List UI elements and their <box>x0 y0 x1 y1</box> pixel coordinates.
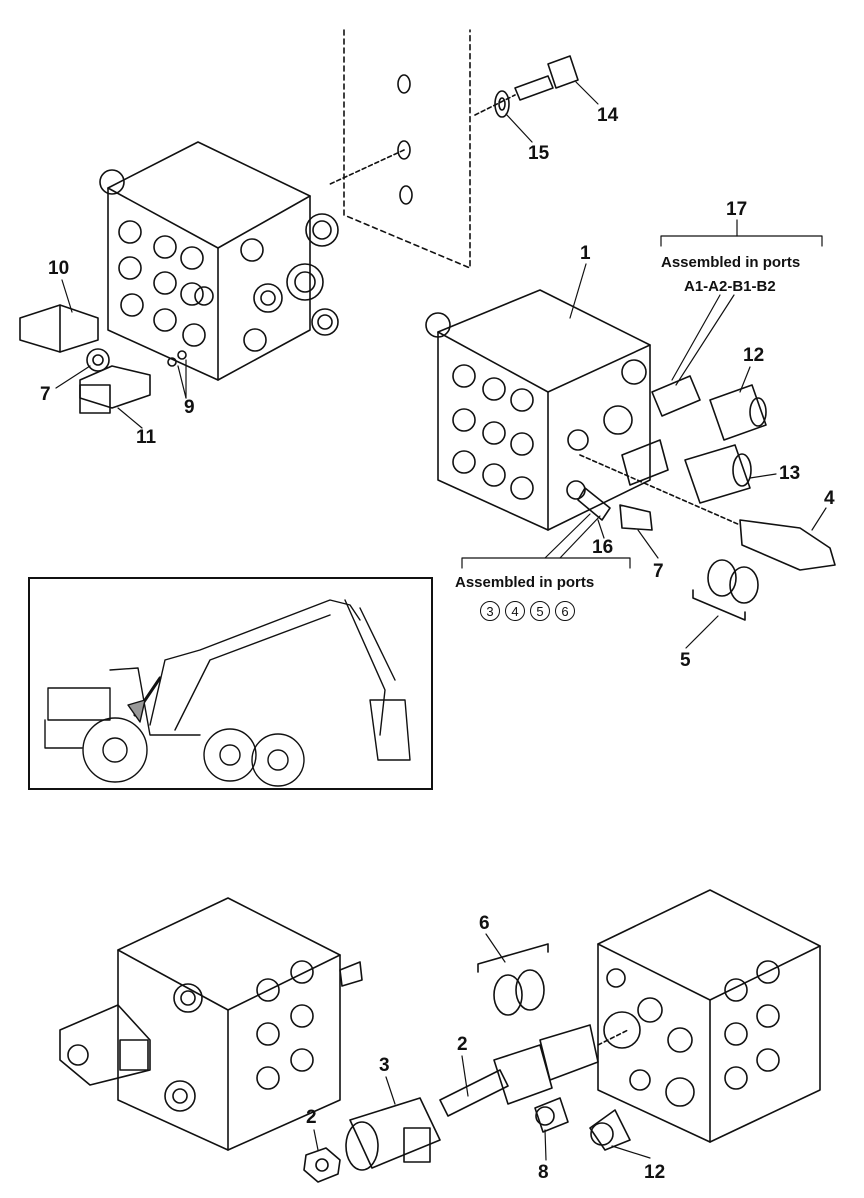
mounting-plate <box>327 29 471 269</box>
valve-block-lower-right <box>597 889 821 1143</box>
note-17-line1: Assembled in ports <box>661 254 801 271</box>
solenoid-lower-left <box>59 1004 151 1086</box>
callout-15: 15 <box>528 143 550 164</box>
callout-17: 17 <box>726 199 748 220</box>
port-label: 6 <box>555 601 575 621</box>
port-label: 5 <box>530 601 550 621</box>
leaders-upper-left <box>55 279 187 429</box>
callout-3: 3 <box>379 1055 390 1076</box>
callout-4: 4 <box>824 488 835 509</box>
cartridge-4 <box>579 454 836 571</box>
leaders-lower <box>313 933 651 1161</box>
callout-7-right: 7 <box>653 561 664 582</box>
valve-2 <box>439 1024 629 1117</box>
callout-9: 9 <box>184 397 195 418</box>
fitting-12-lower <box>589 1109 631 1151</box>
callout-10: 10 <box>48 258 70 279</box>
sensor-11 <box>79 365 151 414</box>
fitting-10 <box>19 304 99 353</box>
washer-15 <box>494 90 510 118</box>
location-inset-frame <box>28 577 433 790</box>
callout-7-upper: 7 <box>40 384 51 405</box>
callout-11: 11 <box>136 427 157 448</box>
callout-12-upper: 12 <box>743 345 765 366</box>
note-17-line2: A1-A2-B1-B2 <box>684 278 776 295</box>
harvester-illustration <box>44 599 411 787</box>
coil-3 <box>345 1097 441 1171</box>
callout-2-nut: 2 <box>306 1107 317 1128</box>
valve-block-lower-left <box>117 897 363 1151</box>
callout-2-valve: 2 <box>457 1034 468 1055</box>
plug-8 <box>534 1097 569 1133</box>
plug-7-upper <box>86 348 110 372</box>
valve-block-upper-left <box>99 141 339 381</box>
callout-12-lower: 12 <box>644 1162 666 1183</box>
port-label: 3 <box>480 601 500 621</box>
o-rings-6 <box>477 943 549 1016</box>
o-rings-9 <box>167 350 187 367</box>
insert-16 <box>577 487 653 531</box>
leaders-upper-right <box>461 219 827 649</box>
callout-5: 5 <box>680 650 691 671</box>
callout-16: 16 <box>592 537 614 558</box>
callout-6: 6 <box>479 913 490 934</box>
nut-2 <box>303 1147 341 1183</box>
cartridge-12-spring <box>651 375 767 441</box>
bolt-14 <box>474 55 579 116</box>
callout-14: 14 <box>597 105 619 126</box>
callout-13: 13 <box>779 463 801 484</box>
o-rings-5 <box>692 559 759 621</box>
valve-block-1 <box>425 289 651 531</box>
plug-13 <box>621 439 752 504</box>
port-label: 4 <box>505 601 525 621</box>
note-16-line1: Assembled in ports <box>455 574 595 591</box>
callout-1: 1 <box>580 243 591 264</box>
note-16-ports: 3 4 5 6 <box>480 601 575 621</box>
callout-8: 8 <box>538 1162 549 1183</box>
